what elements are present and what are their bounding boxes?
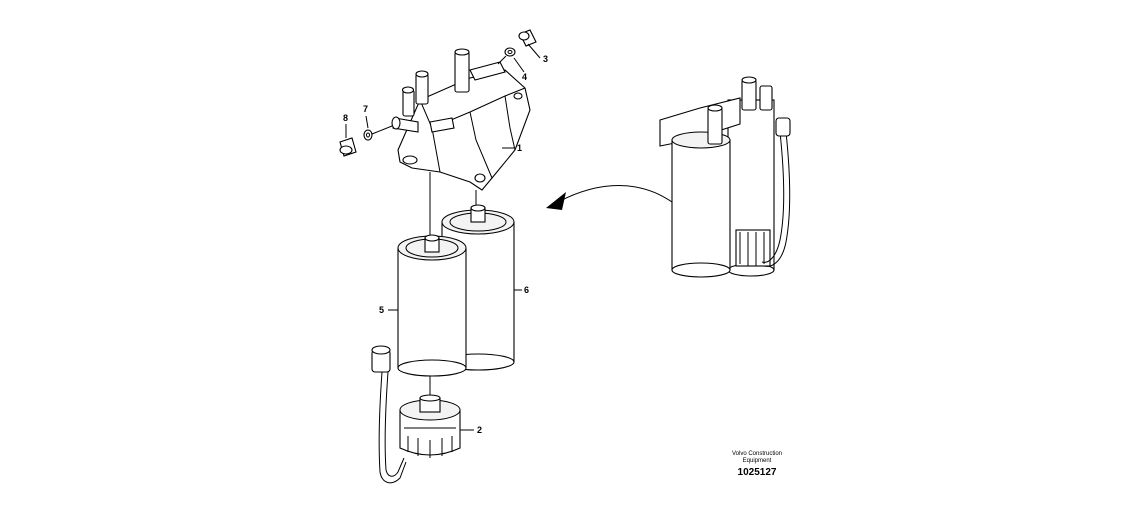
plug-part-8 [339,137,357,157]
callout-5: 5 [379,305,384,315]
water-separator-bowl-part-2 [399,394,461,458]
credit-line-2: Equipment [743,458,772,464]
filter-head-bracket [391,48,531,191]
washer-part-7 [363,129,373,141]
callout-4: 4 [522,72,527,82]
callout-8: 8 [343,113,348,123]
filter-cartridge-part-5 [397,234,467,377]
assembled-filter-view [659,76,791,278]
drawing-number: 1025127 [738,467,777,478]
callout-7: 7 [363,104,368,114]
callout-3: 3 [543,54,548,64]
curved-arrow-icon [546,185,673,210]
callout-6: 6 [524,285,529,295]
washer-part-4 [504,47,516,57]
callout-1: 1 [517,143,522,153]
plug-part-3 [518,29,537,47]
callout-2: 2 [477,425,482,435]
sensor-cable [371,345,407,484]
credit-line-1: Volvo Construction [732,451,782,457]
